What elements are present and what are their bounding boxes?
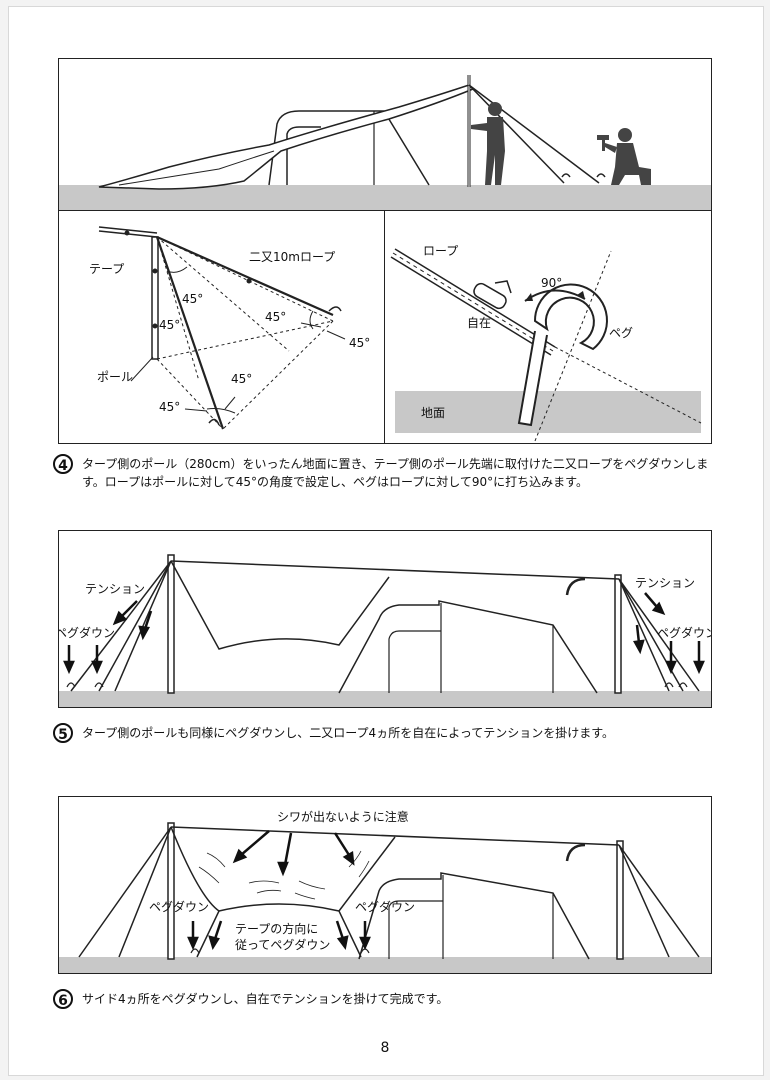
figure-final-setup: シワが出ないように注意 ペグダウン ペグダウン テープの方向に 従ってペグダウン: [58, 796, 712, 974]
tape-label: テープ: [89, 262, 125, 276]
figure-rope-angle-diagram: テープ 二又10mロープ ポール 45° 45° 45° 45° 45° 45°: [58, 210, 386, 444]
pole-label: ポール: [97, 370, 134, 384]
step-6-text: サイド4ヵ所をペグダウンし、自在でテンションを掛けて完成です。: [82, 992, 449, 1006]
tension-illustration: [59, 554, 711, 707]
tent-outline: [268, 110, 430, 186]
direction-note-line1: テープの方向に: [235, 922, 319, 936]
direction-note-line2: 従ってペグダウン: [235, 938, 331, 952]
ground-label: 地面: [421, 406, 446, 420]
step-4-number: 4: [53, 454, 73, 474]
pole-shape: [151, 236, 159, 360]
tension-label-left: テンション: [85, 582, 146, 596]
peg-label: ペグ: [609, 326, 634, 340]
angle-label-2: 45°: [159, 318, 181, 332]
detail-angle-label: 90°: [541, 276, 563, 290]
pegdown-label-right: ペグダウン: [657, 626, 712, 640]
angle-label-3: 45°: [265, 310, 287, 324]
detail-rope-label: ロープ: [423, 244, 459, 258]
pegdown-label-left: ペグダウン: [149, 900, 210, 914]
jizai-label: 自在: [467, 316, 492, 330]
person-kneeling: [597, 128, 651, 185]
tension-label-right: テンション: [635, 576, 696, 590]
angle-label-4: 45°: [349, 336, 371, 350]
angle-label-5: 45°: [231, 372, 253, 386]
tarp-on-ground: [98, 84, 475, 190]
figure-top-setup: [58, 58, 712, 212]
step-6-number: 6: [53, 989, 73, 1009]
ground-strip: [59, 957, 711, 973]
step-5-text: タープ側のポールも同様にペグダウンし、二又ロープ4ヵ所を自在によってテンションを…: [82, 726, 615, 740]
page-number: 8: [380, 1040, 390, 1056]
ground-strip: [59, 691, 711, 707]
peg-detail-illustration: [390, 248, 702, 442]
figure-peg-detail: ロープ 90° 自在 ペグ 地面: [384, 210, 712, 444]
wrinkle-note: シワが出ないように注意: [277, 810, 409, 824]
final-illustration: [59, 822, 711, 973]
step-4-text: タープ側のポール（280cm）をいったん地面に置き、テープ側のポール先端に取付け…: [82, 457, 709, 489]
rope-label: 二又10mロープ: [249, 250, 336, 264]
rope-angle-illustration: [98, 226, 346, 430]
person-standing: [471, 102, 505, 185]
angle-label-6: 45°: [159, 400, 181, 414]
ground-block: [395, 391, 701, 433]
peg-shape: [533, 283, 608, 351]
angle-label-1: 45°: [182, 292, 204, 306]
pegdown-label-left: ペグダウン: [58, 626, 116, 640]
top-setup-illustration: [59, 75, 711, 211]
pegdown-label-right: ペグダウン: [355, 900, 416, 914]
step-5-number: 5: [53, 723, 73, 743]
figure-tension-setup: テンション ペグダウン テンション ペグダウン: [58, 530, 712, 708]
jizai-shape: [473, 282, 507, 310]
